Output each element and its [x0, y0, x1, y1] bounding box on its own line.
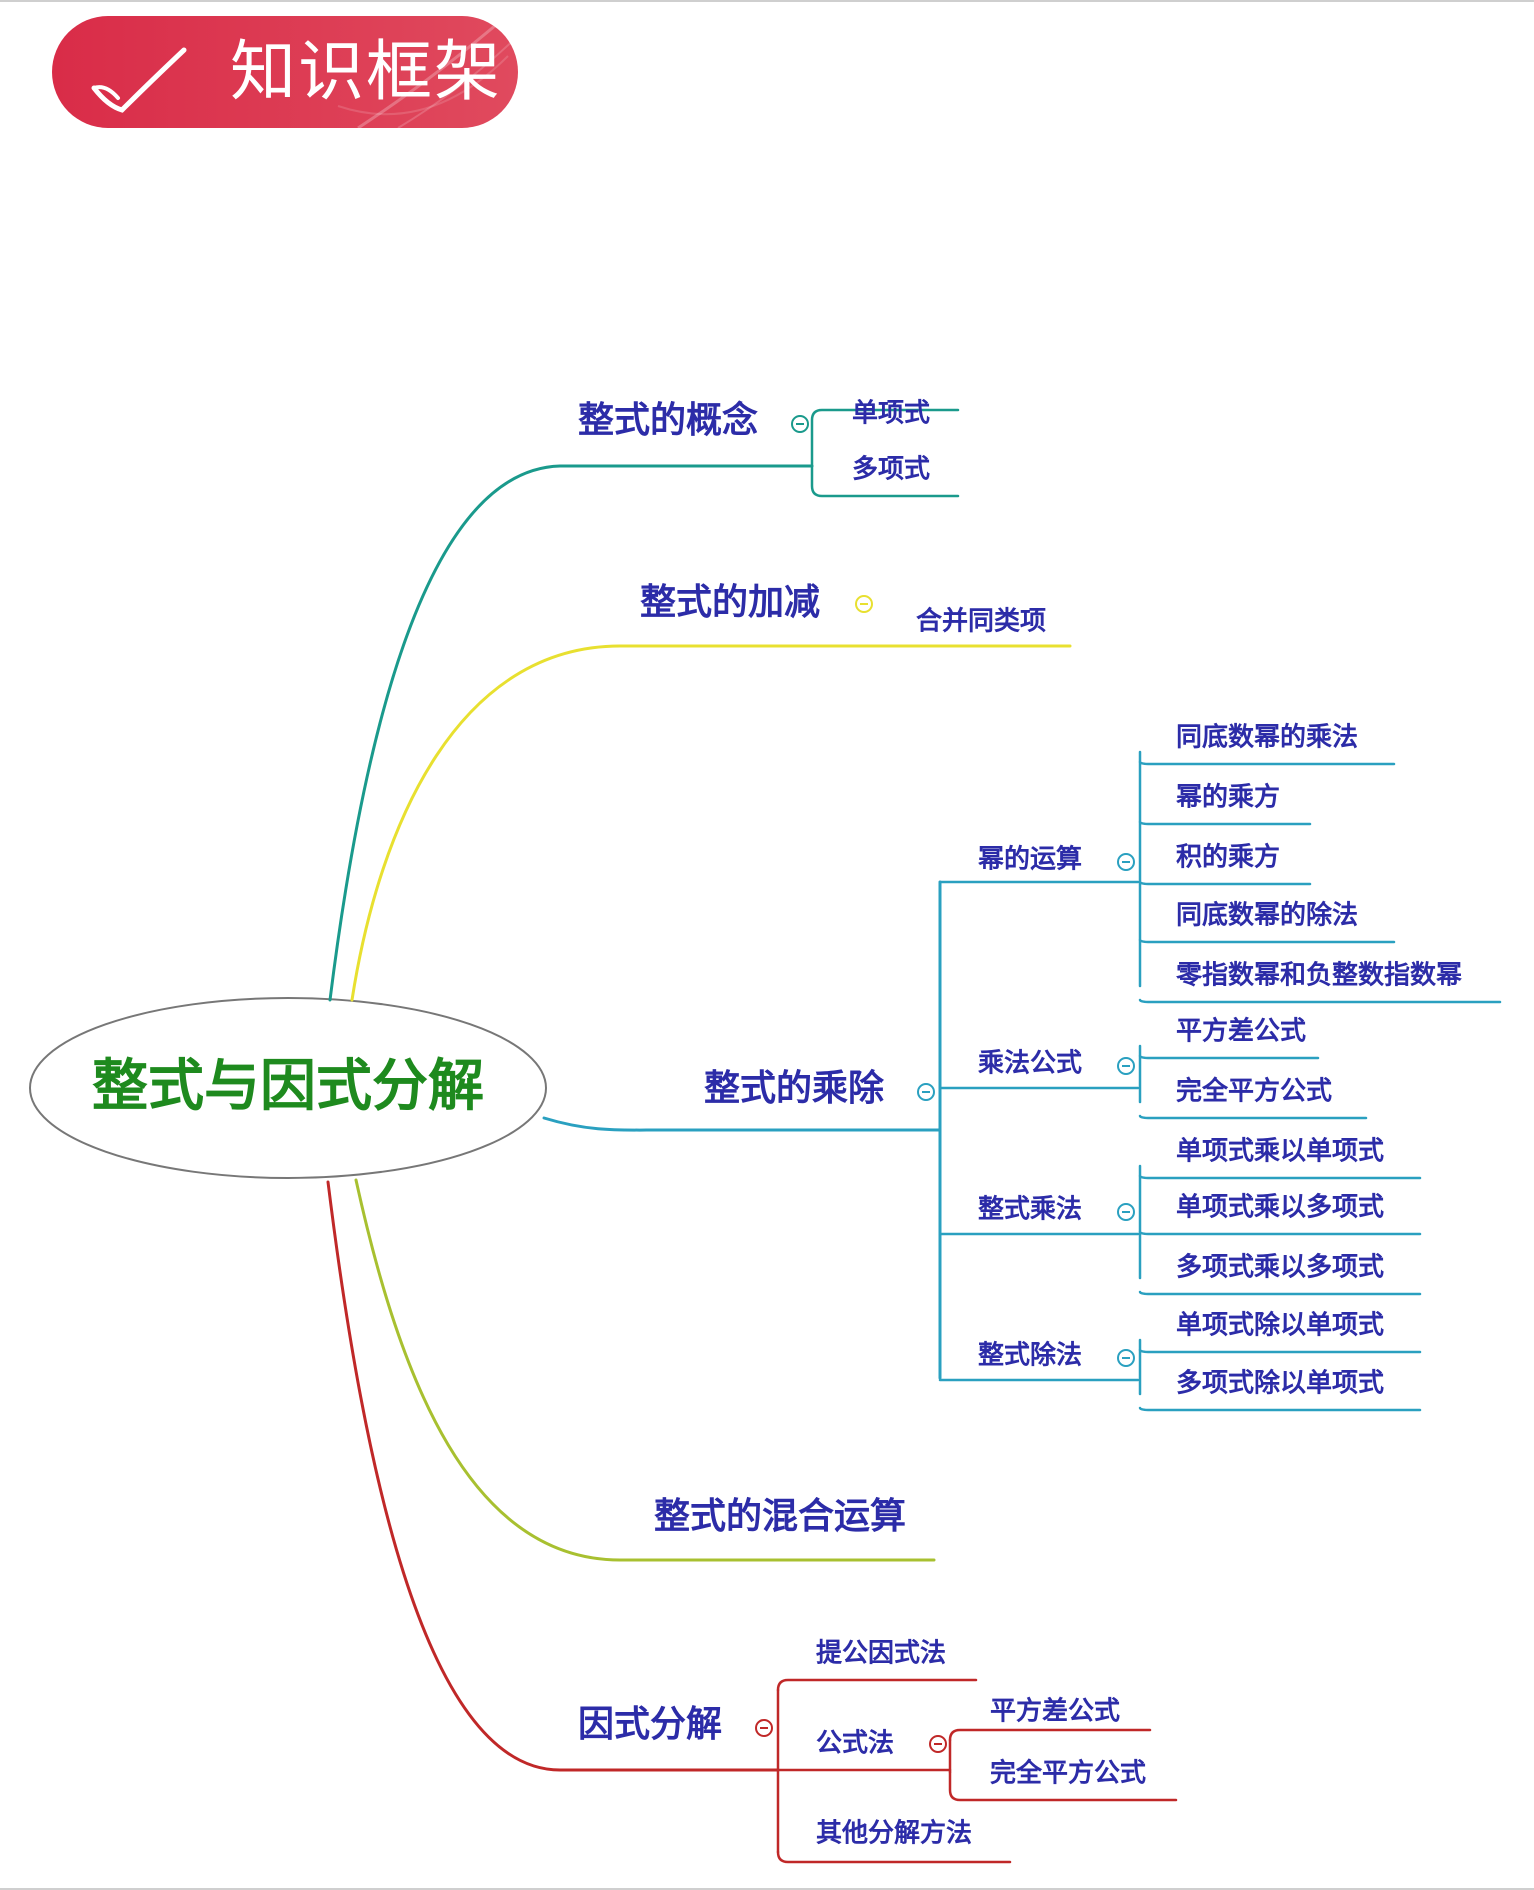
branch-mixed-label: 整式的混合运算: [654, 1496, 906, 1537]
collapse-concept-icon[interactable]: [791, 415, 809, 433]
branch-addsub-curve: [350, 644, 1072, 1002]
collapse-muldiv-icon[interactable]: [917, 1083, 935, 1101]
factor-child0-line: [776, 1678, 978, 1692]
branch-addsub-label: 整式的加减: [640, 582, 820, 623]
power-leaf-label: 零指数幂和负整数指数幂: [1176, 960, 1462, 991]
formula-leaf-underline: [1138, 1054, 1320, 1060]
power-leaf-underline: [1138, 820, 1312, 826]
collapse-muldiv-sub3-icon[interactable]: [1117, 1349, 1135, 1367]
factor-formula-leaf0-line: [948, 1728, 1152, 1742]
muldiv-sub1-label: 乘法公式: [977, 1049, 1082, 1079]
branch-factor-curve: [326, 1180, 780, 1772]
polydiv-leaf-label: 多项式除以单项式: [1176, 1368, 1384, 1399]
polymul-leaf-underline: [1138, 1290, 1422, 1296]
branch-mixed-curve: [354, 1178, 936, 1562]
formula-leaf-label: 完全平方公式: [1176, 1076, 1332, 1107]
collapse-factor-formula-icon[interactable]: [929, 1735, 947, 1753]
center-node-label: 整式与因式分解: [92, 1054, 484, 1119]
power-leaf-underline: [1138, 760, 1396, 766]
polydiv-leaf-label: 单项式除以单项式: [1176, 1310, 1384, 1341]
factor-child0-label: 提公因式法: [816, 1639, 946, 1669]
polymul-leaf-underline: [1138, 1174, 1422, 1180]
collapse-muldiv-sub2-icon[interactable]: [1117, 1203, 1135, 1221]
branch-muldiv-curve: [542, 1116, 942, 1132]
concept-child1-label: 多项式: [852, 455, 930, 485]
header-badge: 知识框架: [52, 16, 518, 128]
polymul-leaf-underline: [1138, 1230, 1422, 1236]
collapse-muldiv-sub0-icon[interactable]: [1117, 853, 1135, 871]
center-node-ellipse: [29, 997, 547, 1179]
header-title: 知识框架: [230, 33, 502, 110]
collapse-muldiv-sub1-icon[interactable]: [1117, 1057, 1135, 1075]
factor-child2-label: 其他分解方法: [816, 1818, 972, 1849]
factor-child1-label: 公式法: [816, 1729, 894, 1759]
power-leaf-underline: [1138, 880, 1312, 886]
addsub-child0-label: 合并同类项: [916, 606, 1046, 637]
power-leaf-label: 同底数幂的除法: [1176, 900, 1358, 931]
concept-child0-line: [810, 408, 960, 468]
polymul-leaf-label: 多项式乘以多项式: [1176, 1253, 1384, 1283]
factor-formula-leaf1-line: [948, 1770, 1178, 1802]
power-leaf-underline: [1138, 938, 1396, 944]
collapse-factor-icon[interactable]: [755, 1719, 773, 1737]
formula-leaf-underline: [1138, 1114, 1368, 1120]
power-leaf-underline: [1138, 998, 1502, 1004]
muldiv-sub0-label: 幂的运算: [978, 844, 1082, 875]
branch-concept-label: 整式的概念: [578, 399, 758, 441]
muldiv-sub3-label: 整式除法: [978, 1340, 1082, 1371]
concept-child0-label: 单项式: [852, 399, 930, 429]
factor-formula-leaf0-label: 平方差公式: [990, 1696, 1120, 1727]
factor-child2-line: [776, 1850, 1012, 1864]
branch-muldiv-label: 整式的乘除: [704, 1068, 885, 1109]
power-leaf-label: 同底数幂的乘法: [1176, 722, 1358, 753]
power-leaf-label: 积的乘方: [1176, 842, 1280, 873]
factor-formula-leaf1-label: 完全平方公式: [990, 1758, 1146, 1789]
power-leaf-label: 幂的乘方: [1176, 782, 1280, 813]
polymul-leaf-label: 单项式乘以多项式: [1176, 1193, 1384, 1223]
formula-leaf-label: 平方差公式: [1176, 1016, 1306, 1047]
decorative-swoosh-icon: [337, 16, 518, 128]
polydiv-leaf-underline: [1138, 1406, 1422, 1412]
collapse-addsub-icon[interactable]: [855, 595, 873, 613]
checkmark-icon: [91, 47, 187, 113]
muldiv-sub2-label: 整式乘法: [978, 1194, 1082, 1225]
polydiv-leaf-underline: [1138, 1348, 1422, 1354]
polymul-leaf-label: 单项式乘以单项式: [1176, 1137, 1384, 1167]
branch-concept-curve: [328, 464, 814, 1002]
branch-factor-label: 因式分解: [578, 1704, 722, 1745]
concept-child1-line: [810, 464, 960, 498]
